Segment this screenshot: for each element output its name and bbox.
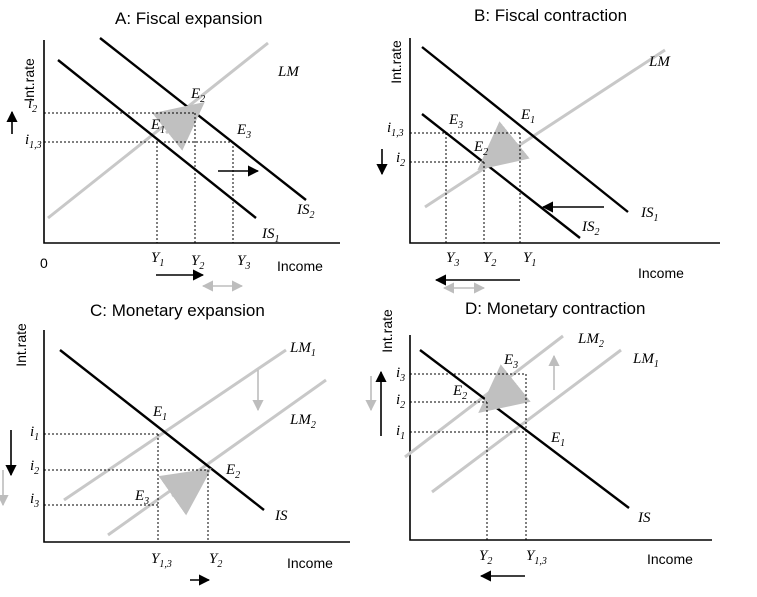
panel-a-e2-label: E2 bbox=[190, 86, 205, 105]
panel-c-lm2-label: LM2 bbox=[289, 412, 316, 431]
panel-c-tick-i3: i3 bbox=[30, 491, 39, 510]
panel-d-monetary-contraction: D: Monetary contraction Int.rate Income … bbox=[365, 299, 712, 582]
panel-c-tick-y2: Y2 bbox=[209, 551, 222, 570]
panel-d-is-label: IS bbox=[637, 510, 651, 526]
panel-c-e3-label: E3 bbox=[134, 488, 149, 507]
panel-b-y-axis-label: Int.rate bbox=[388, 40, 404, 84]
panel-a-is2-label: IS2 bbox=[296, 202, 315, 221]
panel-b-tick-y2: Y2 bbox=[483, 250, 496, 269]
panel-b-e1-label: E1 bbox=[520, 107, 535, 126]
panel-a-tick-y1: Y1 bbox=[151, 250, 164, 269]
panel-b-x-axis-label: Income bbox=[638, 265, 684, 281]
panel-a-e1-e3-guides bbox=[44, 141, 234, 243]
panel-c-monetary-expansion: C: Monetary expansion Int.rate Income LM… bbox=[0, 301, 350, 586]
panel-a-fiscal-expansion: A: Fiscal expansion Int.rate Income 0 LM… bbox=[6, 9, 340, 292]
panel-c-is-label: IS bbox=[274, 508, 288, 524]
panel-a-lm-label: LM bbox=[277, 64, 300, 80]
panel-d-axes bbox=[409, 335, 712, 541]
panel-d-x-axis-label: Income bbox=[647, 551, 693, 567]
panel-b-e3-label: E3 bbox=[448, 112, 463, 131]
panel-a-tick-i2: i2 bbox=[28, 96, 37, 115]
panel-c-lm1-curve bbox=[63, 348, 287, 502]
panel-b-tick-y1: Y1 bbox=[523, 250, 536, 269]
panel-a-tick-y2: Y2 bbox=[191, 253, 204, 272]
panel-d-lm1-label: LM1 bbox=[632, 351, 659, 370]
panel-d-movement-arrow bbox=[478, 364, 531, 413]
panel-a-e2-guides bbox=[44, 112, 196, 243]
panel-d-tick-i1: i1 bbox=[396, 423, 405, 442]
panel-d-is-curve bbox=[419, 349, 630, 509]
panel-b-fiscal-contraction: B: Fiscal contraction Int.rate Income LM… bbox=[376, 6, 720, 294]
panel-a-tick-y3: Y3 bbox=[237, 253, 250, 272]
panel-d-title: D: Monetary contraction bbox=[465, 299, 645, 318]
panel-c-tick-i2: i2 bbox=[30, 458, 39, 477]
panel-d-e3-guides bbox=[410, 373, 527, 540]
panel-c-lm2-curve bbox=[107, 378, 327, 537]
panel-b-lm-label: LM bbox=[648, 54, 671, 70]
panel-c-tick-y13: Y1,3 bbox=[151, 551, 172, 570]
panel-a-title: A: Fiscal expansion bbox=[115, 9, 262, 28]
panel-c-e1-label: E1 bbox=[152, 404, 167, 423]
panel-a-axes bbox=[43, 40, 340, 244]
panel-c-axes bbox=[43, 330, 350, 543]
panel-b-axes bbox=[409, 38, 720, 244]
panel-b-is2-label: IS2 bbox=[581, 219, 600, 238]
panel-c-e2-label: E2 bbox=[225, 462, 240, 481]
panel-a-e3-label: E3 bbox=[236, 122, 251, 141]
panel-a-y-axis-label: Int.rate bbox=[21, 58, 37, 102]
panel-d-tick-i2: i2 bbox=[396, 392, 405, 411]
panel-b-movement-arrow bbox=[477, 121, 530, 171]
panel-d-tick-y2: Y2 bbox=[479, 548, 492, 567]
panel-d-e3-label: E3 bbox=[503, 352, 518, 371]
panel-d-tick-y13: Y1,3 bbox=[526, 548, 547, 567]
panel-a-origin-label: 0 bbox=[40, 255, 48, 271]
panel-b-tick-i2: i2 bbox=[396, 150, 405, 169]
panel-a-is1-label: IS1 bbox=[261, 226, 280, 245]
panel-d-lm1-curve bbox=[431, 348, 622, 494]
panel-d-y-axis-label: Int.rate bbox=[379, 309, 395, 353]
panel-b-lm-curve bbox=[424, 48, 666, 209]
panel-c-x-axis-label: Income bbox=[287, 555, 333, 571]
panel-c-e2-guides bbox=[44, 469, 209, 542]
panel-b-title: B: Fiscal contraction bbox=[474, 6, 627, 25]
panel-a-tick-i13: i1,3 bbox=[25, 132, 42, 151]
panel-c-lm1-label: LM1 bbox=[289, 340, 316, 359]
panel-b-tick-y3: Y3 bbox=[446, 250, 459, 269]
panel-d-lm2-label: LM2 bbox=[577, 331, 604, 350]
panel-b-tick-i13: i1,3 bbox=[387, 120, 404, 139]
panel-c-e1-guides bbox=[44, 433, 159, 542]
panel-b-is1-label: IS1 bbox=[640, 205, 659, 224]
panel-c-y-axis-label: Int.rate bbox=[13, 323, 29, 367]
panel-c-title: C: Monetary expansion bbox=[90, 301, 265, 320]
panel-b-e2-guides bbox=[410, 161, 485, 243]
panel-c-tick-i1: i1 bbox=[30, 424, 39, 443]
panel-a-e1-label: E1 bbox=[150, 117, 165, 136]
panel-d-e2-label: E2 bbox=[452, 383, 467, 402]
panel-d-e1-label: E1 bbox=[550, 430, 565, 449]
panel-a-x-axis-label: Income bbox=[277, 258, 323, 274]
panel-b-is2-curve bbox=[421, 113, 581, 239]
panel-c-is-curve bbox=[59, 349, 265, 511]
panel-d-e2-guides bbox=[410, 401, 488, 540]
panel-c-movement-arrow bbox=[158, 468, 212, 516]
panel-d-tick-i3: i3 bbox=[396, 365, 405, 384]
panel-a-movement-arrow bbox=[152, 102, 205, 151]
panel-b-e2-label: E2 bbox=[473, 139, 488, 158]
